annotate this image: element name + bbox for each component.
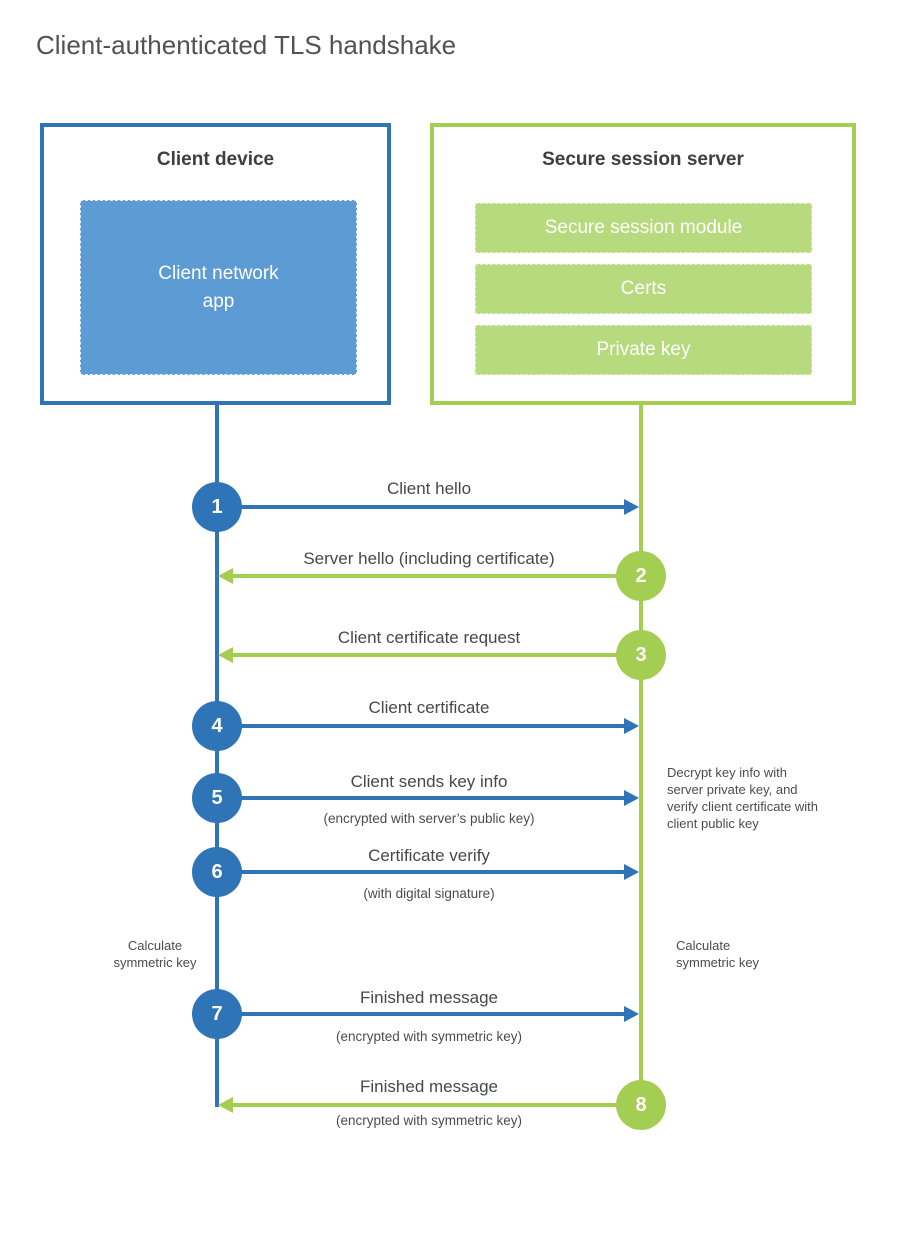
step-3-arrowhead-left-icon [218, 647, 233, 663]
step-6-number: 6 [211, 860, 223, 883]
server-box-title: Secure session server [542, 149, 744, 170]
step-1-arrowhead-right-icon [624, 499, 639, 515]
server-module-certs: Certs [475, 264, 812, 314]
step-8-sublabel: (encrypted with symmetric key) [335, 1113, 523, 1128]
step-4-badge: 4 [192, 701, 242, 751]
step-4-arrow-line [217, 724, 626, 728]
step-1-badge: 1 [192, 482, 242, 532]
step-2-label: Server hello (including certificate) [303, 549, 555, 568]
step-1-arrow-line [217, 505, 626, 509]
step-6-arrowhead-right-icon [624, 864, 639, 880]
page-title: Client-authenticated TLS handshake [36, 30, 457, 60]
step-4-number: 4 [211, 714, 223, 737]
step-2-badge: 2 [616, 551, 666, 601]
step-5-arrow-line [217, 796, 626, 800]
step-3-label: Client certificate request [337, 628, 521, 647]
step-1-number: 1 [211, 495, 223, 518]
step-6-label: Certificate verify [368, 846, 490, 865]
step-8-badge: 8 [616, 1080, 666, 1130]
step-5-number: 5 [211, 786, 223, 809]
step-7-badge: 7 [192, 989, 242, 1039]
client-network-app-box: Client network app [80, 200, 357, 375]
step-8-label: Finished message [360, 1077, 498, 1096]
calculate-symmetric-key-note-server: Calculate symmetric key [676, 938, 760, 970]
step-6-arrow-line [217, 870, 626, 874]
step-5-label: Client sends key info [350, 772, 508, 791]
decrypt-key-note: Decrypt key info with server private key… [667, 765, 818, 831]
server-module-secure-session: Secure session module [475, 203, 812, 253]
step-2-arrow-line [233, 574, 641, 578]
step-7-arrowhead-right-icon [624, 1006, 639, 1022]
server-box: Secure session server Secure session mod… [430, 123, 856, 405]
server-lifeline [639, 404, 643, 1107]
step-2-number: 2 [635, 564, 647, 587]
step-7-sublabel: (encrypted with symmetric key) [335, 1029, 523, 1044]
step-1-label: Client hello [386, 479, 472, 498]
step-7-arrow-line [217, 1012, 626, 1016]
step-6-badge: 6 [192, 847, 242, 897]
step-5-sublabel: (encrypted with server’s public key) [323, 811, 535, 826]
step-7-number: 7 [211, 1002, 223, 1025]
step-6-sublabel: (with digital signature) [363, 886, 495, 901]
step-7-label: Finished message [360, 988, 498, 1007]
step-8-arrowhead-left-icon [218, 1097, 233, 1113]
step-2-arrowhead-left-icon [218, 568, 233, 584]
calculate-symmetric-key-note-client: Calculate symmetric key [113, 938, 197, 970]
server-module-private-key: Private key [475, 325, 812, 375]
client-lifeline [215, 404, 219, 1107]
step-3-badge: 3 [616, 630, 666, 680]
step-4-arrowhead-right-icon [624, 718, 639, 734]
step-3-arrow-line [233, 653, 641, 657]
step-8-arrow-line [233, 1103, 641, 1107]
step-8-number: 8 [635, 1093, 647, 1116]
step-5-badge: 5 [192, 773, 242, 823]
step-4-label: Client certificate [368, 698, 490, 717]
client-device-title: Client device [156, 149, 275, 170]
client-device-box: Client device Client network app [40, 123, 391, 405]
step-5-arrowhead-right-icon [624, 790, 639, 806]
step-3-number: 3 [635, 643, 647, 666]
